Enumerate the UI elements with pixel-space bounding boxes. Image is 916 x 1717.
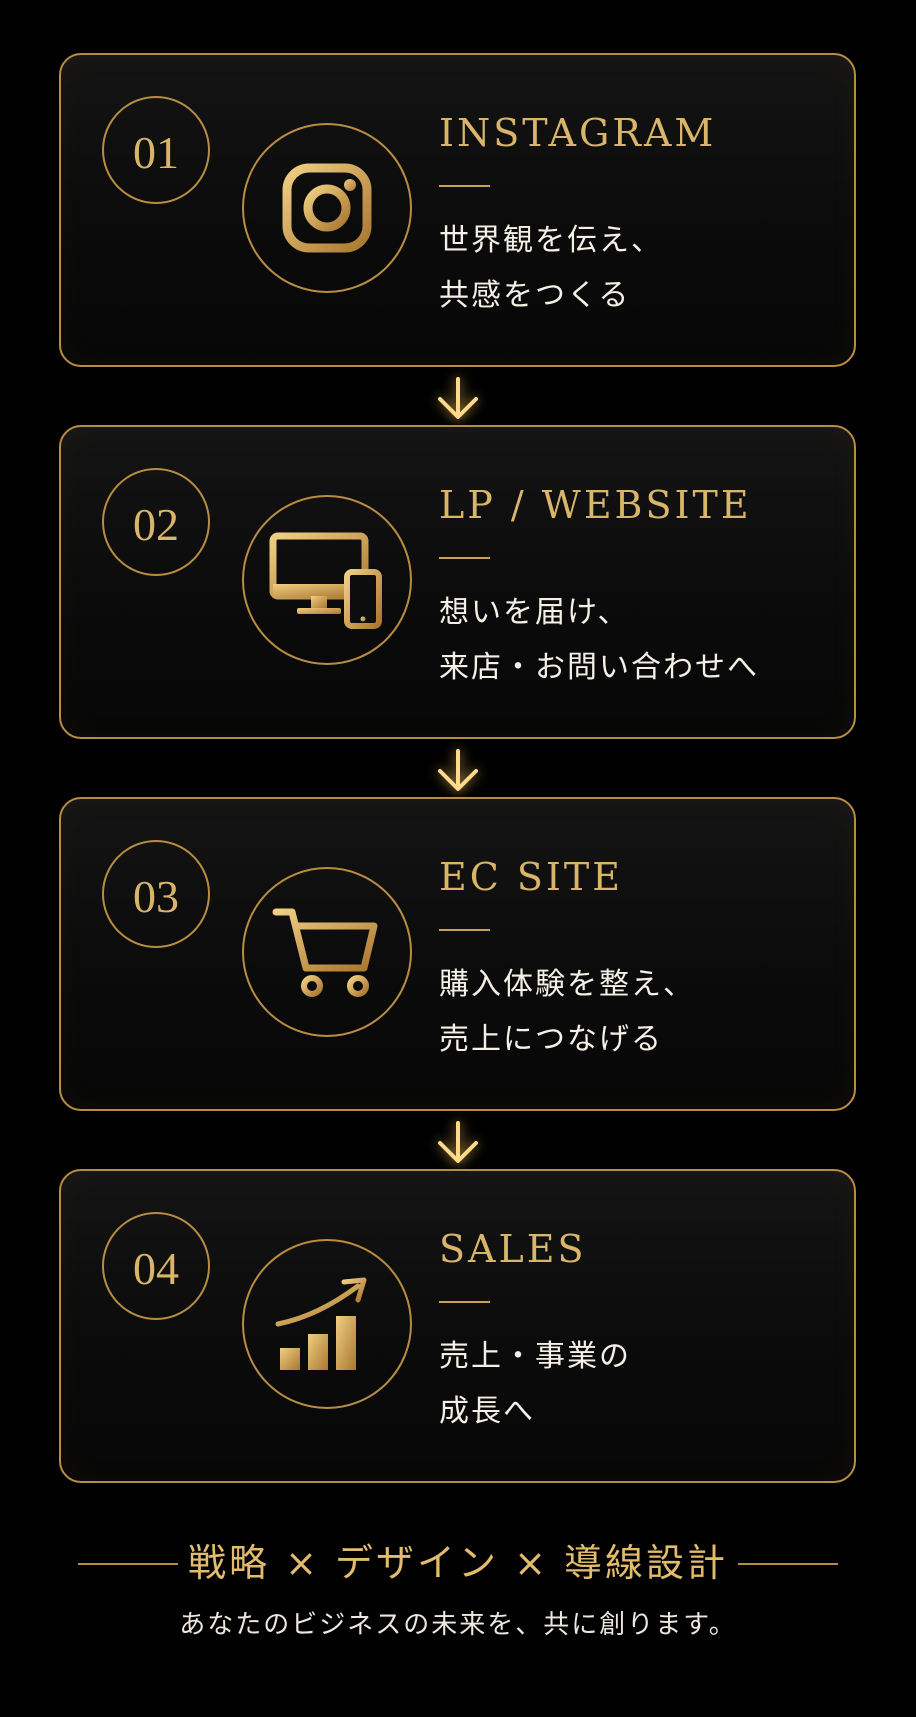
description-line: 想いを届け、 — [439, 595, 630, 630]
step-card-website: 02 LP / WEBSITE 想いを届け、 来店・お問い合わせへ — [59, 425, 856, 739]
description-line: 来店・お問い合わせへ — [439, 650, 759, 685]
description-line: 売上・事業の — [439, 1339, 631, 1374]
footer-tagline: 戦略 × デザイン × 導線設計 — [188, 1541, 728, 1585]
growth-chart-icon — [242, 1239, 412, 1409]
step-title: SALES — [439, 1227, 587, 1271]
description-line: 購入体験を整え、 — [439, 967, 695, 1002]
step-title: LP / WEBSITE — [439, 483, 752, 527]
footer-divider-right — [738, 1563, 838, 1565]
step-description: 購入体験を整え、 売上につなげる — [439, 957, 695, 1067]
step-description: 世界観を伝え、 共感をつくる — [439, 213, 663, 323]
description-line: 売上につなげる — [439, 1022, 663, 1057]
step-title: INSTAGRAM — [439, 111, 717, 155]
step-description: 売上・事業の 成長へ — [439, 1329, 631, 1439]
step-card-ec-site: 03 EC SITE 購入体験を整え、 売上につなげる — [59, 797, 856, 1111]
footer-divider-left — [78, 1563, 178, 1565]
title-divider — [439, 929, 490, 931]
arrow-down-icon — [438, 749, 478, 791]
title-divider — [439, 185, 490, 187]
step-title: EC SITE — [439, 855, 624, 899]
arrow-down-icon — [438, 1121, 478, 1163]
shopping-cart-icon — [242, 867, 412, 1037]
step-number: 04 — [102, 1212, 210, 1320]
description-line: 世界観を伝え、 — [439, 223, 663, 258]
title-divider — [439, 557, 490, 559]
step-number: 02 — [102, 468, 210, 576]
title-divider — [439, 1301, 490, 1303]
step-number: 01 — [102, 96, 210, 204]
description-line: 成長へ — [439, 1394, 535, 1429]
devices-icon — [242, 495, 412, 665]
step-card-instagram: 01 INSTAGRAM 世界観を伝え、 共感をつくる — [59, 53, 856, 367]
description-line: 共感をつくる — [439, 278, 631, 313]
step-number: 03 — [102, 840, 210, 948]
step-description: 想いを届け、 来店・お問い合わせへ — [439, 585, 759, 695]
arrow-down-icon — [438, 377, 478, 419]
step-card-sales: 04 SALES 売上・事業の 成長へ — [59, 1169, 856, 1483]
footer-subline: あなたのビジネスの未来を、共に創ります。 — [179, 1610, 737, 1640]
instagram-icon — [242, 123, 412, 293]
